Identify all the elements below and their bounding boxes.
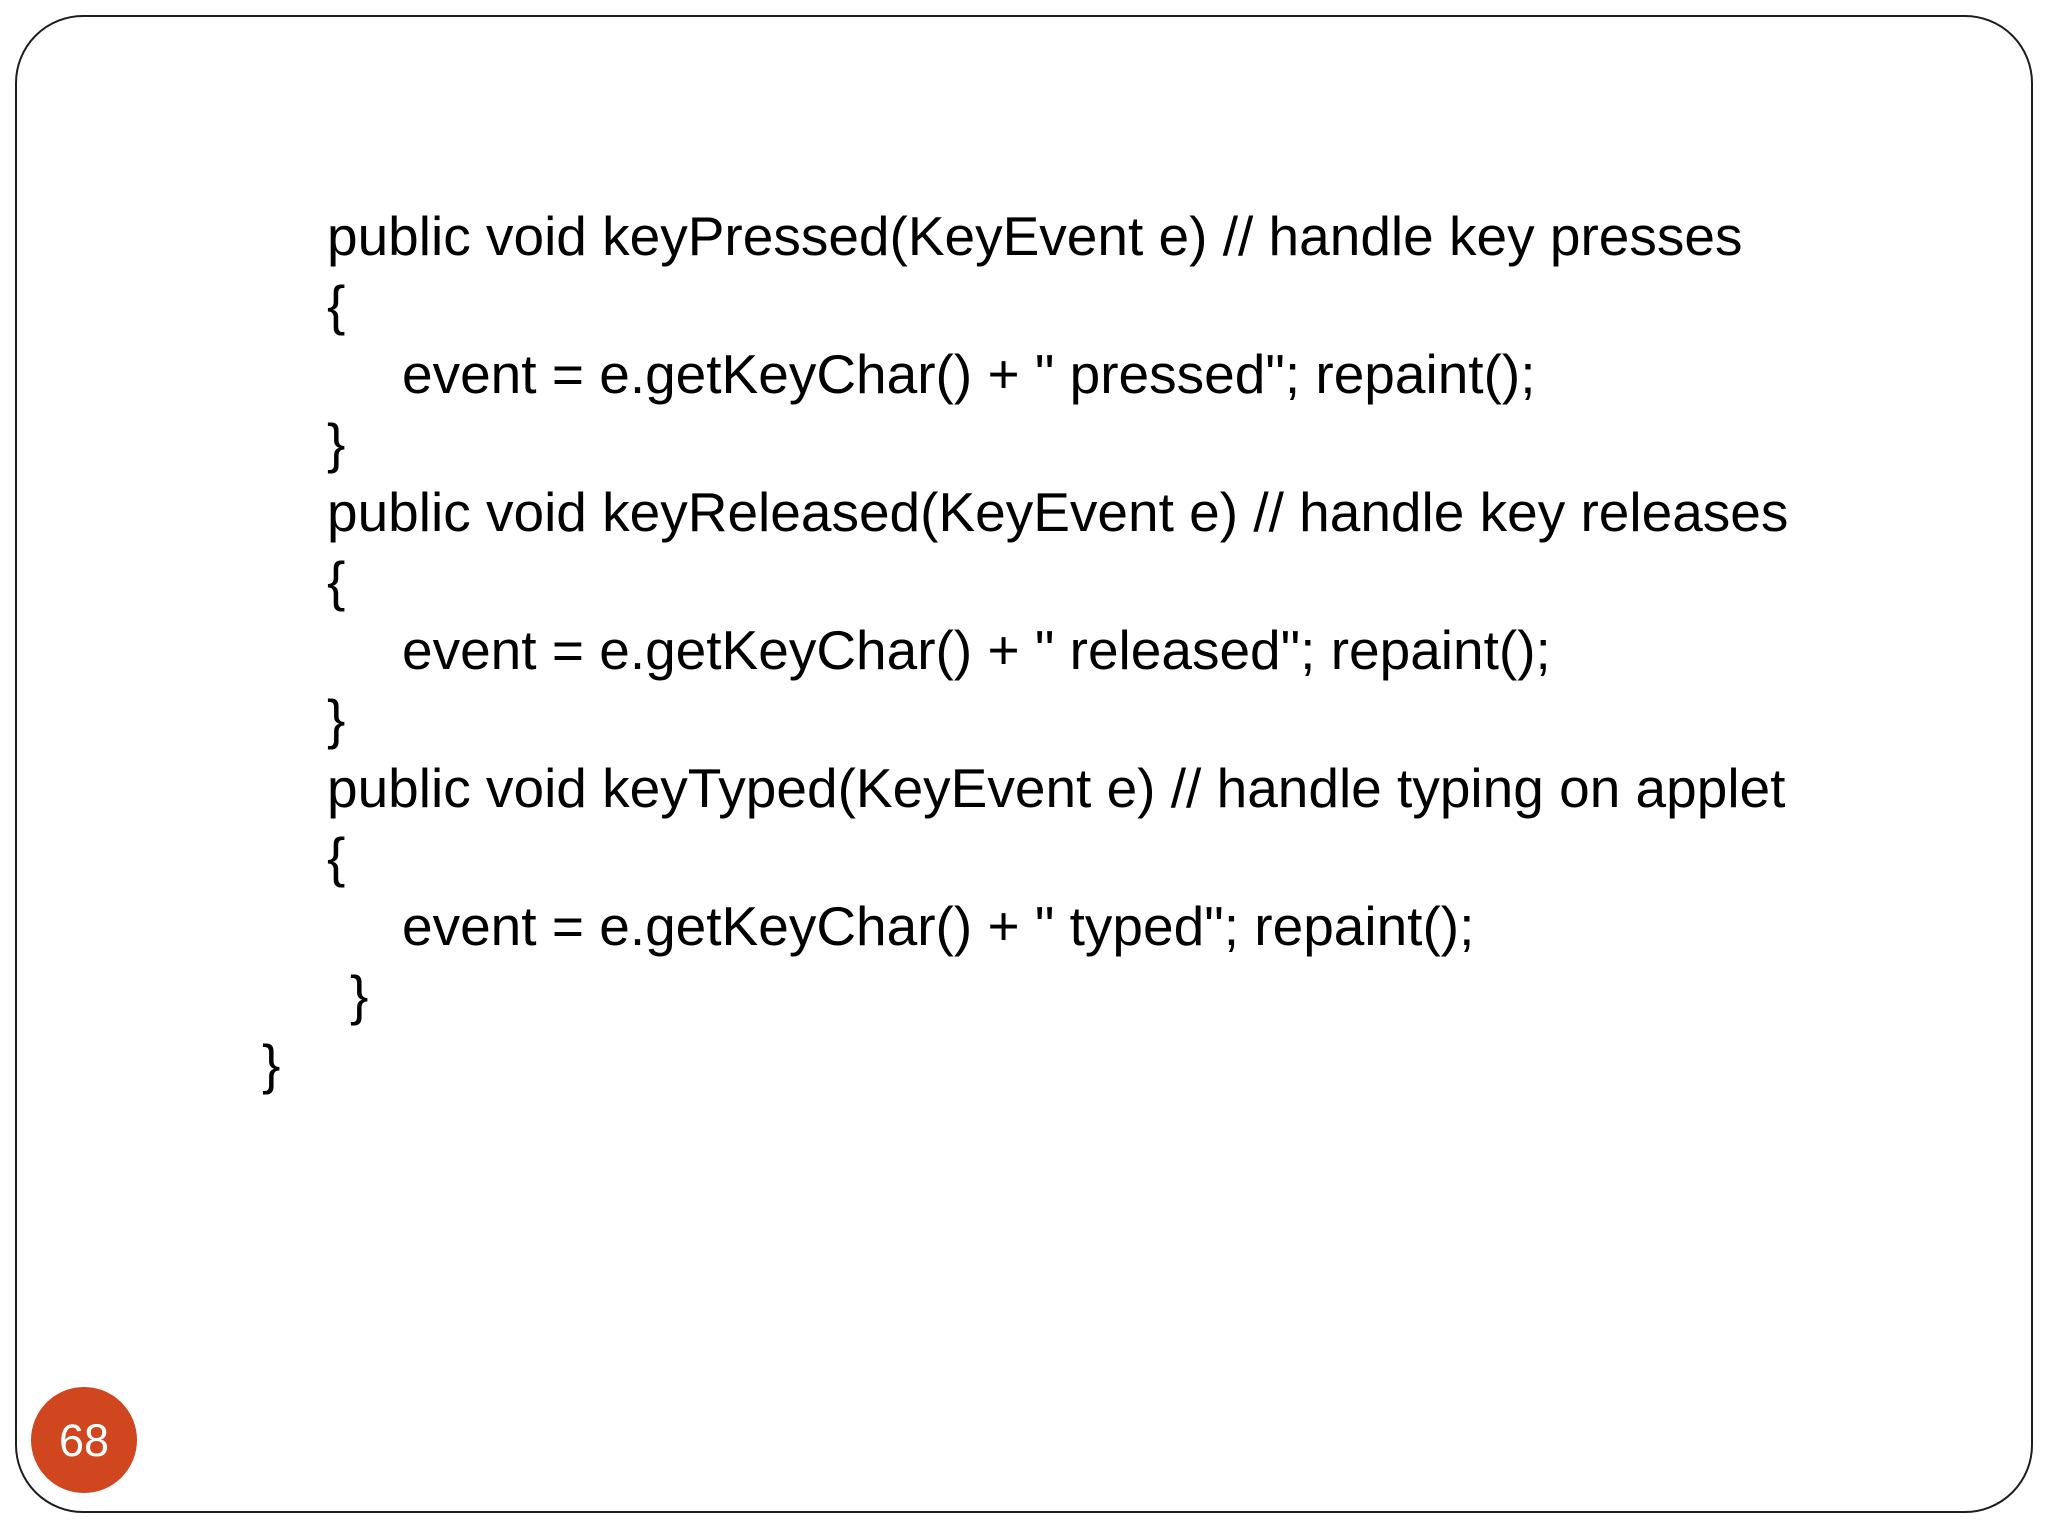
code-block: public void keyPressed(KeyEvent e) // ha… (262, 202, 1788, 1099)
code-line: event = e.getKeyChar() + " typed"; repai… (402, 895, 1475, 957)
page-number: 68 (58, 1414, 110, 1466)
code-line: { (327, 274, 346, 336)
code-line: public void keyReleased(KeyEvent e) // h… (327, 481, 1789, 543)
page-number-badge: 68 (31, 1387, 137, 1493)
code-line: { (327, 550, 346, 612)
code-line: public void keyTyped(KeyEvent e) // hand… (327, 757, 1786, 819)
slide-frame: public void keyPressed(KeyEvent e) // ha… (15, 15, 2033, 1513)
code-line: } (262, 1033, 281, 1095)
code-line: { (327, 826, 346, 888)
code-line: } (350, 964, 369, 1026)
code-line: } (327, 412, 346, 474)
code-line: event = e.getKeyChar() + " released"; re… (402, 619, 1551, 681)
code-line: event = e.getKeyChar() + " pressed"; rep… (402, 343, 1536, 405)
code-line: } (327, 688, 346, 750)
code-line: public void keyPressed(KeyEvent e) // ha… (327, 205, 1743, 267)
